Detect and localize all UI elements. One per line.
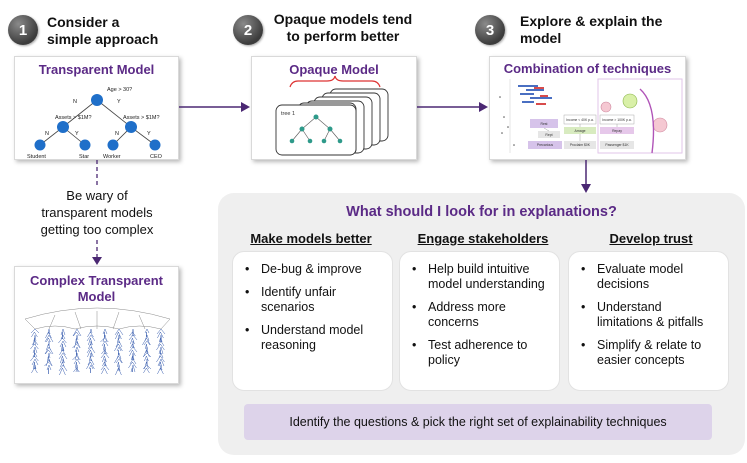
warning-line: transparent models: [41, 205, 153, 220]
step-number: 1: [18, 21, 28, 39]
svg-text:Arnage: Arnage: [575, 129, 586, 133]
step-3-title-line1: Explore & explain the: [520, 13, 663, 29]
warning-line: Be wary of: [66, 188, 128, 203]
tree-leaf-node: [107, 139, 119, 151]
tree-leaf-label: Star: [79, 154, 89, 160]
tree-leaf-label: CEO: [150, 154, 163, 160]
list-item: Identify unfair scenarios: [243, 285, 384, 315]
step-2-title: Opaque models tend to perform better: [268, 11, 418, 45]
tree-edge-label: Y: [75, 131, 79, 137]
tree-leaf-node: [79, 139, 91, 151]
step-3-title-line2: model: [520, 30, 562, 46]
complex-model-title: Complex Transparent Model: [15, 273, 178, 305]
step-2-title-line1: Opaque models tend: [273, 11, 413, 27]
list-item: Test adherence to policy: [410, 338, 551, 368]
arrow-right-icon: [179, 102, 250, 112]
step-1-badge: 1: [8, 15, 38, 45]
techniques-collage: Rest Income < 40K p.a. Income > 100K p.a…: [499, 78, 683, 154]
list-item: Understand model reasoning: [243, 323, 384, 353]
arrow-down-icon: [581, 160, 591, 193]
combination-title: Combination of techniques: [503, 61, 672, 76]
step-number: 2: [243, 21, 253, 39]
tree-leaf-node: [34, 139, 46, 151]
footer-summary: Identify the questions & pick the right …: [244, 404, 712, 440]
svg-text:Passenger $1K: Passenger $1K: [605, 143, 629, 147]
step-2-badge: 2: [233, 15, 263, 45]
svg-text:Precarious: Precarious: [537, 143, 554, 147]
combination-panel: Combination of techniques Rest: [489, 56, 686, 160]
step-3-title: Explore & explain the model: [520, 13, 662, 47]
tree-leaf-node: [149, 139, 161, 151]
card-develop-trust: Evaluate model decisions Understand limi…: [568, 251, 729, 391]
svg-text:Rept: Rept: [545, 133, 552, 137]
column-heading-engage-stakeholders: Engage stakeholders: [417, 231, 549, 246]
list-item: Simplify & relate to easier concepts: [579, 338, 720, 368]
dashed-arrow-down-icon: [92, 240, 102, 265]
tree-edge-label: Y: [147, 131, 151, 137]
tree-card-label: tree 1: [281, 111, 295, 117]
explanations-question: What should I look for in explanations?: [346, 204, 617, 220]
bracket-icon: [289, 75, 381, 88]
arrow-right-icon: [417, 102, 488, 112]
svg-text:Rest: Rest: [541, 122, 548, 126]
complexity-warning: Be wary of transparent models getting to…: [17, 187, 177, 238]
list-item: De-bug & improve: [243, 262, 384, 277]
column-heading-make-models-better: Make models better: [250, 231, 372, 246]
dashed-connector: [96, 160, 98, 188]
complex-model-title-line1: Complex Transparent: [30, 273, 163, 288]
step-1-title-line1: Consider a: [47, 14, 120, 30]
explanations-area: What should I look for in explanations? …: [218, 193, 745, 455]
tree-left-node: [57, 121, 69, 133]
tree-edge-label: N: [45, 131, 49, 137]
tree-card: [275, 104, 357, 156]
tree-leaf-label: Worker: [103, 154, 121, 160]
svg-text:Income < 40K p.a.: Income < 40K p.a.: [566, 118, 594, 122]
tree-split-label: Assets > $1M?: [55, 115, 92, 121]
tree-edge-label: N: [73, 99, 77, 105]
list-item: Understand limitations & pitfalls: [579, 300, 720, 330]
decision-tree-diagram: Age > 30? N Y Assets > $1M? Assets > $1M…: [27, 87, 163, 160]
tree-root-node: [91, 94, 103, 106]
step-1-title: Consider a simple approach: [47, 14, 158, 48]
svg-text:Repay: Repay: [612, 129, 622, 133]
step-3-badge: 3: [475, 15, 505, 45]
step-number: 3: [485, 21, 495, 39]
opaque-model-title: Opaque Model: [289, 62, 379, 77]
svg-text:Income > 100K p.a.: Income > 100K p.a.: [602, 118, 632, 122]
card-engage-stakeholders: Help build intuitive model understanding…: [399, 251, 560, 391]
column-heading-develop-trust: Develop trust: [609, 231, 693, 246]
complex-model-panel: Complex Transparent Model: [14, 266, 179, 384]
transparent-model-title: Transparent Model: [38, 62, 155, 77]
opaque-model-panel: Opaque Model tree 1: [251, 56, 417, 160]
tree-leaf-label: Student: [27, 154, 46, 160]
tree-right-node: [125, 121, 137, 133]
step-2-title-line2: to perform better: [286, 28, 400, 44]
tree-root-label: Age > 30?: [107, 87, 132, 93]
tree-edge-label: Y: [117, 99, 121, 105]
complex-tree-diagram: [24, 307, 171, 376]
warning-line: getting too complex: [40, 222, 154, 237]
svg-text:Proclaim $0K: Proclaim $0K: [570, 143, 591, 147]
list-item: Address more concerns: [410, 300, 551, 330]
stacked-trees-diagram: tree 1: [275, 75, 389, 156]
list-item: Evaluate model decisions: [579, 262, 720, 292]
card-make-models-better: De-bug & improve Identify unfair scenari…: [232, 251, 393, 391]
tree-edge-label: N: [115, 131, 119, 137]
list-item: Help build intuitive model understanding: [410, 262, 551, 292]
step-1-title-line2: simple approach: [47, 31, 159, 47]
transparent-model-panel: Transparent Model Age > 30? N Y Assets >…: [14, 56, 179, 160]
complex-model-title-line2: Model: [77, 289, 116, 304]
tree-split-label: Assets > $1M?: [123, 115, 160, 121]
